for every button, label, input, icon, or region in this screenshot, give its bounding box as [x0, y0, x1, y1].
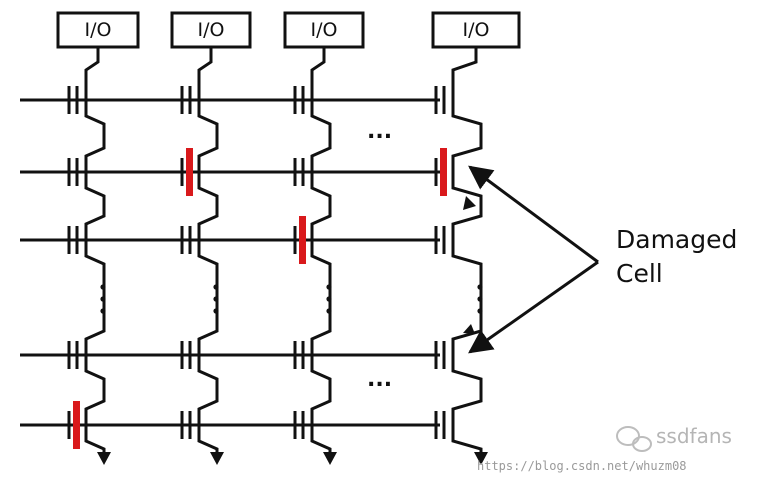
watermark-brand: ssdfans — [656, 424, 732, 448]
callout-arrow-lower — [468, 260, 599, 354]
bit-line-string-2 — [180, 47, 224, 465]
io-label: I/O — [198, 19, 225, 41]
io-label: I/O — [463, 19, 490, 41]
damage-markers — [73, 148, 447, 449]
row-ellipsis-top: ... — [367, 119, 392, 144]
ground-arrow-icon — [97, 452, 111, 465]
io-label: I/O — [85, 19, 112, 41]
small-arrow-marker — [463, 196, 476, 210]
damaged-cell-marker — [73, 401, 80, 449]
bit-line-path — [451, 47, 483, 452]
damaged-cell-marker — [440, 148, 447, 196]
column-ellipsis-4 — [477, 284, 483, 314]
bit-line-path — [310, 47, 332, 452]
column-ellipsis-1 — [100, 284, 106, 314]
bit-line-path — [84, 47, 106, 452]
watermark-url: https://blog.csdn.net/whuzm08 — [477, 459, 687, 473]
bit-line-strings — [67, 47, 488, 465]
row-ellipsis-bottom: ... — [367, 367, 392, 392]
callout-line-2: Cell — [616, 259, 663, 288]
column-ellipsis-2 — [213, 284, 219, 314]
word-lines — [20, 98, 440, 427]
column-ellipsis-3 — [326, 284, 332, 314]
bit-line-path — [197, 47, 219, 452]
io-box-column-3: I/O — [283, 11, 365, 49]
callout-line-1: Damaged — [616, 225, 737, 254]
ground-arrow-icon — [210, 452, 224, 465]
io-box-column-1: I/O — [56, 11, 140, 49]
ground-arrow-icon — [323, 452, 337, 465]
damaged-cell-marker — [186, 148, 193, 196]
bit-line-string-4 — [434, 47, 488, 465]
small-arrow-marker — [463, 324, 475, 334]
io-label: I/O — [311, 19, 338, 41]
io-box-column-2: I/O — [170, 11, 252, 49]
watermark-logo-icon — [616, 426, 652, 452]
callout-arrow-upper — [468, 165, 599, 264]
ground-arrow-icon — [474, 452, 488, 465]
bit-line-string-1 — [67, 47, 111, 465]
damaged-cell-marker — [299, 216, 306, 264]
io-box-column-4: I/O — [431, 11, 521, 49]
